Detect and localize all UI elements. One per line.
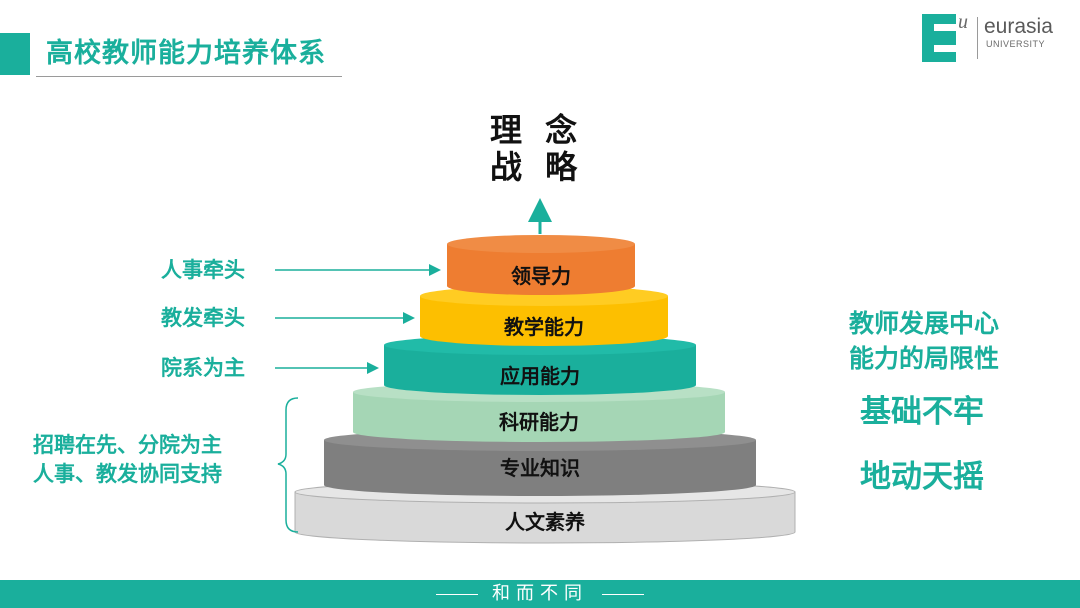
layer-label-application: 应用能力 xyxy=(500,364,580,388)
layer-label-leadership: 领导力 xyxy=(511,264,571,288)
footer-line-right xyxy=(602,593,644,595)
concept-strategy-text: 理 念 战 略 xyxy=(490,112,590,186)
label-foundation-line-1: 招聘在先、分院为主 xyxy=(33,433,222,457)
concept-line-2: 战 略 xyxy=(490,148,584,186)
label-foundation-line-2: 人事、教发协同支持 xyxy=(33,462,222,486)
title-underline xyxy=(36,76,342,77)
title-accent-bar xyxy=(0,33,30,75)
logo-name: eurasia xyxy=(984,15,1053,38)
logo-mark-icon: u xyxy=(922,11,968,62)
concept-line-1: 理 念 xyxy=(490,111,584,149)
layer-label-humanities: 人文素养 xyxy=(505,510,585,534)
label-faculty-dev-lead: 教发牵头 xyxy=(161,306,245,330)
eurasia-logo: u eurasia UNIVERSITY xyxy=(918,8,1078,66)
footer-text: 和而不同 xyxy=(492,583,588,604)
logo-superscript: u xyxy=(958,11,968,33)
label-hr-lead: 人事牵头 xyxy=(161,258,245,282)
right-line-4: 地动天摇 xyxy=(860,459,984,495)
logo-subtitle: UNIVERSITY xyxy=(986,39,1046,49)
logo-divider xyxy=(977,17,978,59)
label-department-main: 院系为主 xyxy=(161,356,245,380)
layer-label-professional-knowledge: 专业知识 xyxy=(500,456,580,480)
page-title: 高校教师能力培养体系 xyxy=(46,38,326,69)
right-line-1: 教师发展中心 xyxy=(848,309,999,338)
layer-label-teaching: 教学能力 xyxy=(504,315,584,339)
right-line-3: 基础不牢 xyxy=(860,394,984,430)
footer-line-left xyxy=(436,593,478,595)
footer-bar: 和而不同 xyxy=(0,580,1080,608)
layer-leadership xyxy=(447,235,635,295)
foundation-brace xyxy=(277,397,299,533)
layer-label-research: 科研能力 xyxy=(499,410,579,434)
right-line-2: 能力的局限性 xyxy=(848,344,999,373)
